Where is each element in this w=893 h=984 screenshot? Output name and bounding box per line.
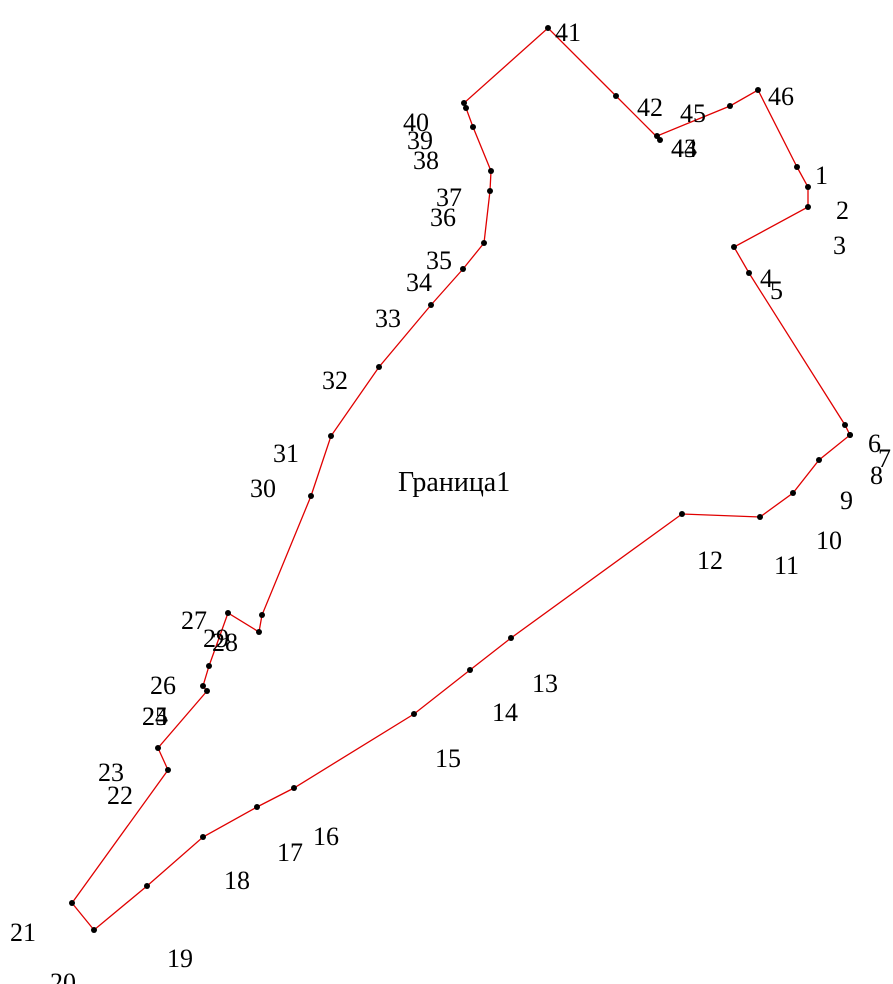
vertex-label-43: 43 bbox=[671, 134, 697, 163]
vertex-point-12 bbox=[679, 511, 685, 517]
vertex-label-46: 46 bbox=[768, 82, 794, 111]
vertex-label-15: 15 bbox=[435, 744, 461, 773]
vertex-point-28 bbox=[256, 629, 262, 635]
vertex-point-31 bbox=[328, 433, 334, 439]
vertex-label-45: 45 bbox=[680, 99, 706, 128]
vertex-point-38 bbox=[470, 124, 476, 130]
vertex-label-31: 31 bbox=[273, 439, 299, 468]
vertex-label-19: 19 bbox=[167, 944, 193, 973]
vertex-label-38: 38 bbox=[413, 146, 439, 175]
vertex-points bbox=[69, 25, 853, 933]
vertex-point-22 bbox=[165, 767, 171, 773]
vertex-point-33 bbox=[428, 302, 434, 308]
vertex-label-14: 14 bbox=[492, 698, 518, 727]
vertex-label-40: 40 bbox=[403, 108, 429, 137]
vertex-label-37: 37 bbox=[436, 183, 462, 212]
vertex-label-20: 20 bbox=[50, 968, 76, 984]
vertex-label-1: 1 bbox=[815, 161, 828, 190]
vertex-label-17: 17 bbox=[277, 838, 303, 867]
vertex-label-24: 24 bbox=[142, 702, 168, 731]
vertex-label-30: 30 bbox=[250, 474, 276, 503]
vertex-label-5: 5 bbox=[770, 276, 783, 305]
vertex-point-30 bbox=[308, 493, 314, 499]
vertex-label-9: 9 bbox=[840, 486, 853, 515]
vertex-point-15 bbox=[411, 711, 417, 717]
vertex-point-3 bbox=[805, 204, 811, 210]
vertex-label-32: 32 bbox=[322, 366, 348, 395]
vertex-label-7: 7 bbox=[878, 444, 891, 473]
vertex-label-33: 33 bbox=[375, 304, 401, 333]
vertex-point-6 bbox=[842, 422, 848, 428]
vertex-point-44 bbox=[654, 133, 660, 139]
vertex-point-23 bbox=[155, 745, 161, 751]
vertex-point-42 bbox=[613, 93, 619, 99]
vertex-point-37 bbox=[488, 168, 494, 174]
vertex-labels: 1234567891011121314151617181920212223242… bbox=[10, 18, 891, 984]
vertex-label-21: 21 bbox=[10, 918, 36, 947]
vertex-point-25 bbox=[200, 683, 206, 689]
vertex-point-1 bbox=[794, 164, 800, 170]
vertex-label-35: 35 bbox=[426, 246, 452, 275]
vertex-label-2: 2 bbox=[836, 196, 849, 225]
vertex-point-9 bbox=[816, 457, 822, 463]
vertex-point-41 bbox=[545, 25, 551, 31]
vertex-point-18 bbox=[200, 834, 206, 840]
vertex-point-36 bbox=[487, 188, 493, 194]
vertex-point-39 bbox=[463, 105, 469, 111]
vertex-point-40 bbox=[461, 100, 467, 106]
vertex-label-11: 11 bbox=[774, 551, 799, 580]
vertex-label-26: 26 bbox=[150, 671, 176, 700]
vertex-label-13: 13 bbox=[532, 669, 558, 698]
vertex-label-8: 8 bbox=[870, 461, 883, 490]
vertex-label-12: 12 bbox=[697, 546, 723, 575]
vertex-label-16: 16 bbox=[313, 822, 339, 851]
vertex-label-25: 25 bbox=[142, 702, 168, 731]
vertex-label-42: 42 bbox=[637, 93, 663, 122]
vertex-label-34: 34 bbox=[406, 268, 432, 297]
vertex-label-18: 18 bbox=[224, 866, 250, 895]
vertex-label-39: 39 bbox=[407, 126, 433, 155]
vertex-label-4: 4 bbox=[760, 264, 773, 293]
vertex-point-20 bbox=[91, 927, 97, 933]
vertex-point-24 bbox=[204, 688, 210, 694]
vertex-point-13 bbox=[508, 635, 514, 641]
vertex-label-10: 10 bbox=[816, 526, 842, 555]
vertex-point-32 bbox=[376, 364, 382, 370]
vertex-point-35 bbox=[481, 240, 487, 246]
vertex-label-3: 3 bbox=[833, 231, 846, 260]
vertex-point-17 bbox=[254, 804, 260, 810]
vertex-label-27: 27 bbox=[181, 606, 207, 635]
vertex-label-22: 22 bbox=[107, 781, 133, 810]
vertex-label-6: 6 bbox=[868, 429, 881, 458]
vertex-point-10 bbox=[790, 490, 796, 496]
vertex-label-29: 29 bbox=[203, 624, 229, 653]
vertex-point-34 bbox=[460, 266, 466, 272]
vertex-point-27 bbox=[225, 610, 231, 616]
vertex-label-28: 28 bbox=[212, 628, 238, 657]
vertex-point-46 bbox=[755, 87, 761, 93]
vertex-label-36: 36 bbox=[430, 203, 456, 232]
parcel-name-label: Граница1 bbox=[398, 467, 510, 498]
vertex-point-29 bbox=[259, 612, 265, 618]
vertex-label-41: 41 bbox=[555, 18, 581, 47]
vertex-point-8 bbox=[847, 432, 853, 438]
vertex-point-14 bbox=[467, 667, 473, 673]
vertex-point-4 bbox=[731, 244, 737, 250]
vertex-point-19 bbox=[144, 883, 150, 889]
vertex-point-45 bbox=[727, 103, 733, 109]
vertex-point-16 bbox=[291, 785, 297, 791]
vertex-label-44: 44 bbox=[671, 134, 697, 163]
vertex-point-21 bbox=[69, 900, 75, 906]
vertex-point-5 bbox=[746, 270, 752, 276]
vertex-point-11 bbox=[757, 514, 763, 520]
vertex-label-23: 23 bbox=[98, 758, 124, 787]
vertex-point-2 bbox=[805, 184, 811, 190]
vertex-point-26 bbox=[206, 663, 212, 669]
